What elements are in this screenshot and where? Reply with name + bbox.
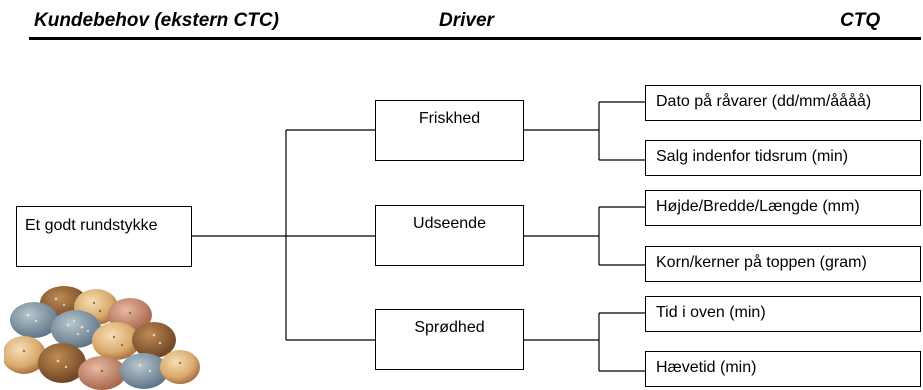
ctq-box: Dato på råvarer (dd/mm/åååå) <box>645 85 921 121</box>
driver-label: Friskhed <box>418 110 481 127</box>
root-need-label: Et godt rundstykke <box>25 217 158 234</box>
root-need-box: Et godt rundstykke <box>16 206 192 267</box>
ctq-label: Salg indenfor tidsrum (min) <box>656 148 849 165</box>
driver-label: Sprødhed <box>414 319 485 336</box>
ctq-label: Korn/kerner på toppen (gram) <box>656 254 867 271</box>
header-customer-need: Kundebehov (ekstern CTC) <box>34 10 279 31</box>
header-ctq: CTQ <box>840 10 881 31</box>
ctq-box: Korn/kerner på toppen (gram) <box>645 246 921 282</box>
header-divider <box>29 37 921 40</box>
ctq-box: Salg indenfor tidsrum (min) <box>645 140 921 176</box>
ctq-box: Tid i oven (min) <box>645 296 921 332</box>
header-driver: Driver <box>439 10 494 31</box>
ctq-label: Dato på råvarer (dd/mm/åååå) <box>656 93 872 110</box>
driver-box-sproedhed: Sprødhed <box>375 309 524 370</box>
driver-box-friskhed: Friskhed <box>375 100 524 161</box>
ctq-box: Hævetid (min) <box>645 351 921 387</box>
ctq-box: Højde/Bredde/Længde (mm) <box>645 190 921 226</box>
bread-rolls-image <box>4 286 200 390</box>
ctq-label: Højde/Bredde/Længde (mm) <box>656 198 860 215</box>
driver-label: Udseende <box>413 215 486 232</box>
ctq-label: Hævetid (min) <box>656 359 757 376</box>
ctq-label: Tid i oven (min) <box>656 304 766 321</box>
driver-box-udseende: Udseende <box>375 205 524 266</box>
